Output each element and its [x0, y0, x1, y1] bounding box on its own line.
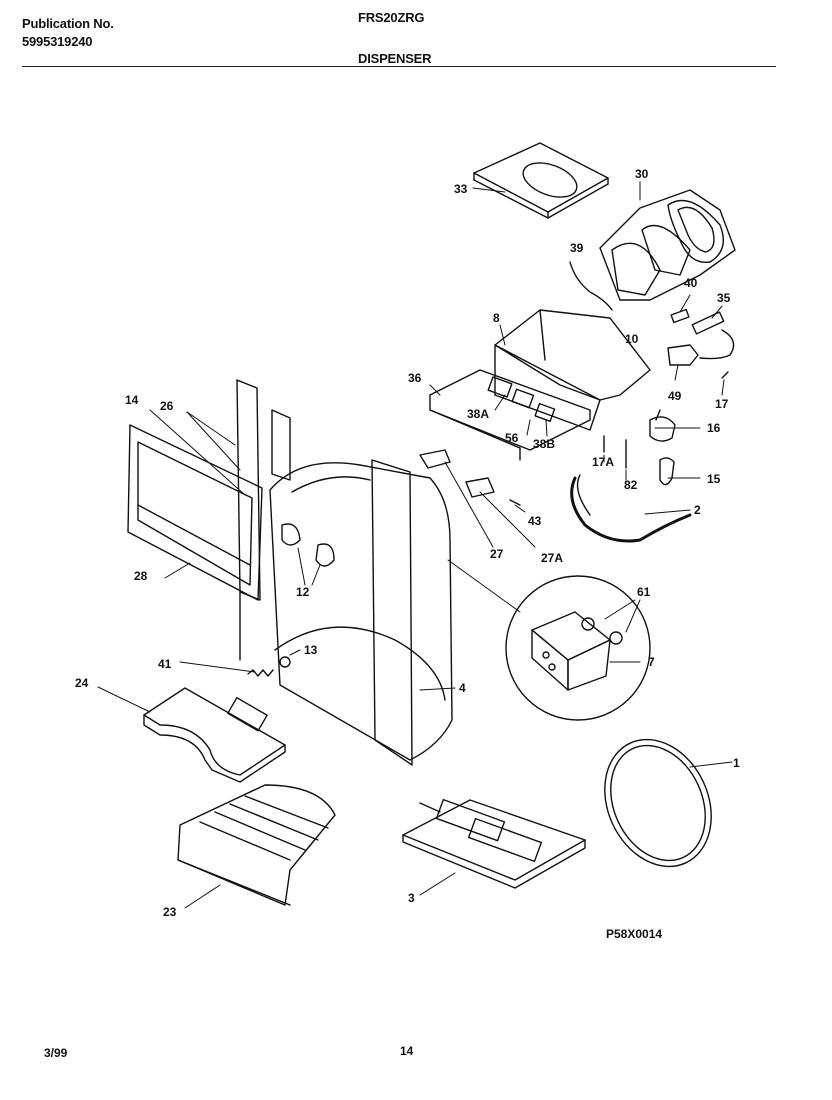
- part-8-36-dispenser-housing: [429, 309, 651, 461]
- label-27: 27: [490, 547, 504, 561]
- label-16: 16: [707, 421, 721, 435]
- label-23: 23: [163, 905, 177, 919]
- model-number: FRS20ZRG: [358, 10, 425, 25]
- label-61: 61: [637, 585, 651, 599]
- part-41-spring: [247, 669, 274, 677]
- label-1: 1: [733, 756, 740, 770]
- label-49: 49: [668, 389, 682, 403]
- header-rule: [22, 66, 776, 67]
- part-33-cover-plate: [473, 142, 609, 219]
- publication-number: 5995319240: [22, 34, 93, 49]
- label-12: 12: [296, 585, 310, 599]
- part-1-gasket-ring: [604, 738, 712, 868]
- part-39-wire: [569, 261, 613, 311]
- part-4-ice-container: [269, 459, 453, 766]
- part-12-hooks: [281, 523, 335, 567]
- label-4: 4: [459, 681, 466, 695]
- label-13: 13: [304, 643, 318, 657]
- figure-code: P58X0014: [606, 927, 662, 941]
- label-27a: 27A: [541, 551, 563, 565]
- label-82: 82: [624, 478, 638, 492]
- label-33: 33: [454, 182, 468, 196]
- leader-lines: [97, 181, 733, 909]
- detail-circle-switch: [505, 575, 651, 721]
- part-3-heater: [402, 798, 586, 889]
- part-17-screw: [721, 371, 729, 379]
- label-30: 30: [635, 167, 649, 181]
- publication-label: Publication No.: [22, 16, 114, 31]
- part-2-wire-harness: [570, 476, 692, 543]
- part-26-hinge-strip: [236, 379, 291, 661]
- page-number: 14: [400, 1044, 414, 1058]
- label-56: 56: [505, 431, 519, 445]
- part-27-lever: [419, 449, 451, 469]
- label-38b: 38B: [533, 437, 555, 451]
- part-16-lamp-socket: [649, 409, 676, 442]
- label-35: 35: [717, 291, 731, 305]
- part-30-chute-housing: [599, 189, 736, 301]
- label-43: 43: [528, 514, 542, 528]
- part-23-grille: [177, 784, 336, 906]
- part-14-28-front-panel: [127, 424, 263, 601]
- footer-date: 3/99: [44, 1046, 68, 1060]
- part-43-screw: [509, 499, 521, 506]
- label-7: 7: [648, 655, 655, 669]
- label-2: 2: [694, 503, 701, 517]
- label-3: 3: [408, 891, 415, 905]
- label-26: 26: [160, 399, 174, 413]
- label-17: 17: [715, 397, 729, 411]
- label-8: 8: [493, 311, 500, 325]
- label-15: 15: [707, 472, 721, 486]
- label-17a: 17A: [592, 455, 614, 469]
- label-14: 14: [125, 393, 139, 407]
- label-38a: 38A: [467, 407, 489, 421]
- part-2-harness-branch: [576, 474, 591, 516]
- part-27a-lever: [465, 477, 495, 498]
- label-24: 24: [75, 676, 89, 690]
- section-title: DISPENSER: [358, 51, 432, 66]
- label-40: 40: [684, 276, 698, 290]
- label-41: 41: [158, 657, 172, 671]
- part-13-ring: [279, 656, 291, 668]
- label-36: 36: [408, 371, 422, 385]
- part-15-bulb: [659, 457, 675, 486]
- part-35-40-connector: [667, 308, 735, 366]
- label-39: 39: [570, 241, 584, 255]
- part-24-drip-tray: [143, 687, 286, 783]
- label-10: 10: [625, 332, 639, 346]
- label-28: 28: [134, 569, 148, 583]
